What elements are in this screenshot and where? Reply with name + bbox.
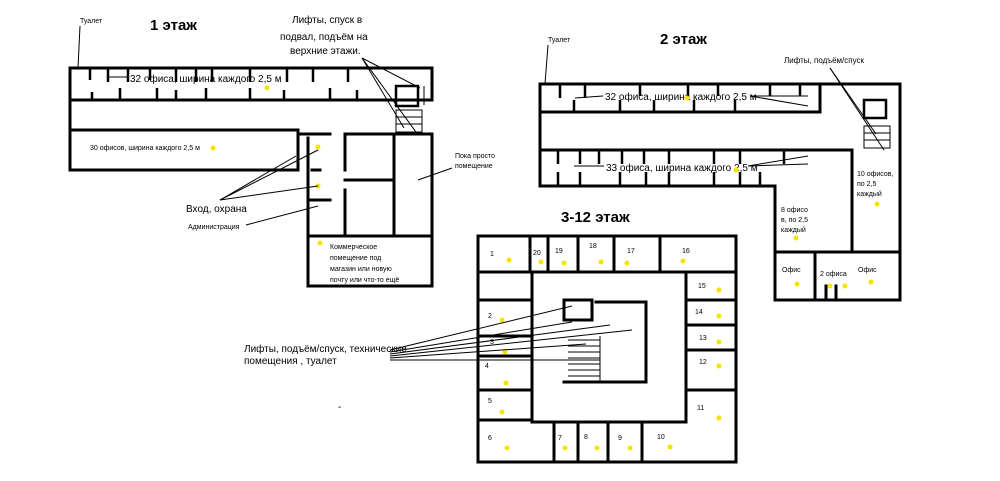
room-1: 1: [490, 251, 494, 258]
floor2-offices32-label: 32 офиса, ширина каждого 2,5 м: [605, 91, 757, 103]
floor2-lifts-label: Лифты, подъём/спуск: [784, 56, 864, 65]
floor1-commercial-3: магазин или новую: [330, 266, 392, 273]
room-11: 11: [697, 405, 704, 412]
floor1-title: 1 этаж: [150, 17, 197, 34]
room-5: 5: [488, 398, 492, 405]
floor1-lifts-note-2: подвал, подъём на: [280, 32, 368, 43]
floor2-office-b: Офис: [858, 267, 877, 274]
floor2-offices2: 2 офиса: [820, 271, 847, 278]
room-18: 18: [589, 243, 597, 250]
floor2-offices33-label: 33 офиса, ширина каждого 2,5 м: [606, 162, 758, 174]
room-7: 7: [558, 435, 562, 442]
room-3: 3: [490, 339, 494, 346]
room-17: 17: [627, 248, 635, 255]
room-15: 15: [698, 283, 706, 290]
floor1-offices30-label: 30 офисов, ширина каждого 2,5 м: [90, 145, 200, 152]
room-16: 16: [682, 248, 690, 255]
floor1-commercial-1: Коммерческое: [330, 244, 377, 251]
floor312-lifts-note-2: помещения , туалет: [244, 356, 337, 367]
stray-dash: -: [338, 402, 341, 413]
floor1-temp-room-1: Пока просто: [455, 153, 495, 160]
room-10: 10: [657, 434, 665, 441]
room-2: 2: [488, 313, 492, 320]
floor1-temp-room-2: помещение: [455, 163, 493, 170]
floor1-commercial-4: почту или что-то ещё: [330, 277, 399, 284]
room-8: 8: [584, 434, 588, 441]
floor312-title: 3-12 этаж: [561, 209, 630, 226]
floor1-offices32-label: 32 офиса, ширина каждого 2,5 м: [130, 73, 282, 85]
floor1-plan: 1 этаж Туалет: [68, 14, 495, 288]
floor312-plan: 3-12 этаж: [244, 209, 738, 464]
room-9: 9: [618, 435, 622, 442]
floor2-toilet-label: Туалет: [548, 37, 571, 44]
floor1-lifts-note-3: верхние этажи.: [290, 46, 361, 57]
floor2-plan: 2 этаж Туалет Лифты, подъём/спуск: [538, 31, 902, 302]
room-13: 13: [699, 335, 707, 342]
floor2-office-a: Офис: [782, 267, 801, 274]
floor2-offices10-3: каждый: [857, 190, 882, 198]
room-20: 20: [533, 250, 541, 257]
room-14: 14: [695, 309, 703, 316]
room-4: 4: [485, 363, 489, 370]
floor1-lifts-note-1: Лифты, спуск в: [292, 14, 362, 26]
floor1-admin-label: Администрация: [188, 224, 240, 231]
floor2-offices8-1: 8 офисо: [781, 207, 808, 214]
floor2-offices8-3: каждый: [781, 226, 806, 234]
floor2-offices10-1: 10 офисов,: [857, 171, 893, 178]
floor2-offices10-2: по 2,5: [857, 181, 876, 188]
room-19: 19: [555, 248, 563, 255]
room-12: 12: [699, 359, 707, 366]
room-6: 6: [488, 435, 492, 442]
floor1-commercial-2: помещение под: [330, 255, 381, 262]
floor1-entrance-label: Вход, охрана: [186, 204, 247, 215]
floor1-toilet-label: Туалет: [80, 18, 103, 25]
floor2-offices8-2: в, по 2,5: [781, 217, 808, 224]
floor2-title: 2 этаж: [660, 31, 707, 48]
floor312-lifts-note-1: Лифты, подъём/спуск, технические: [244, 343, 407, 355]
